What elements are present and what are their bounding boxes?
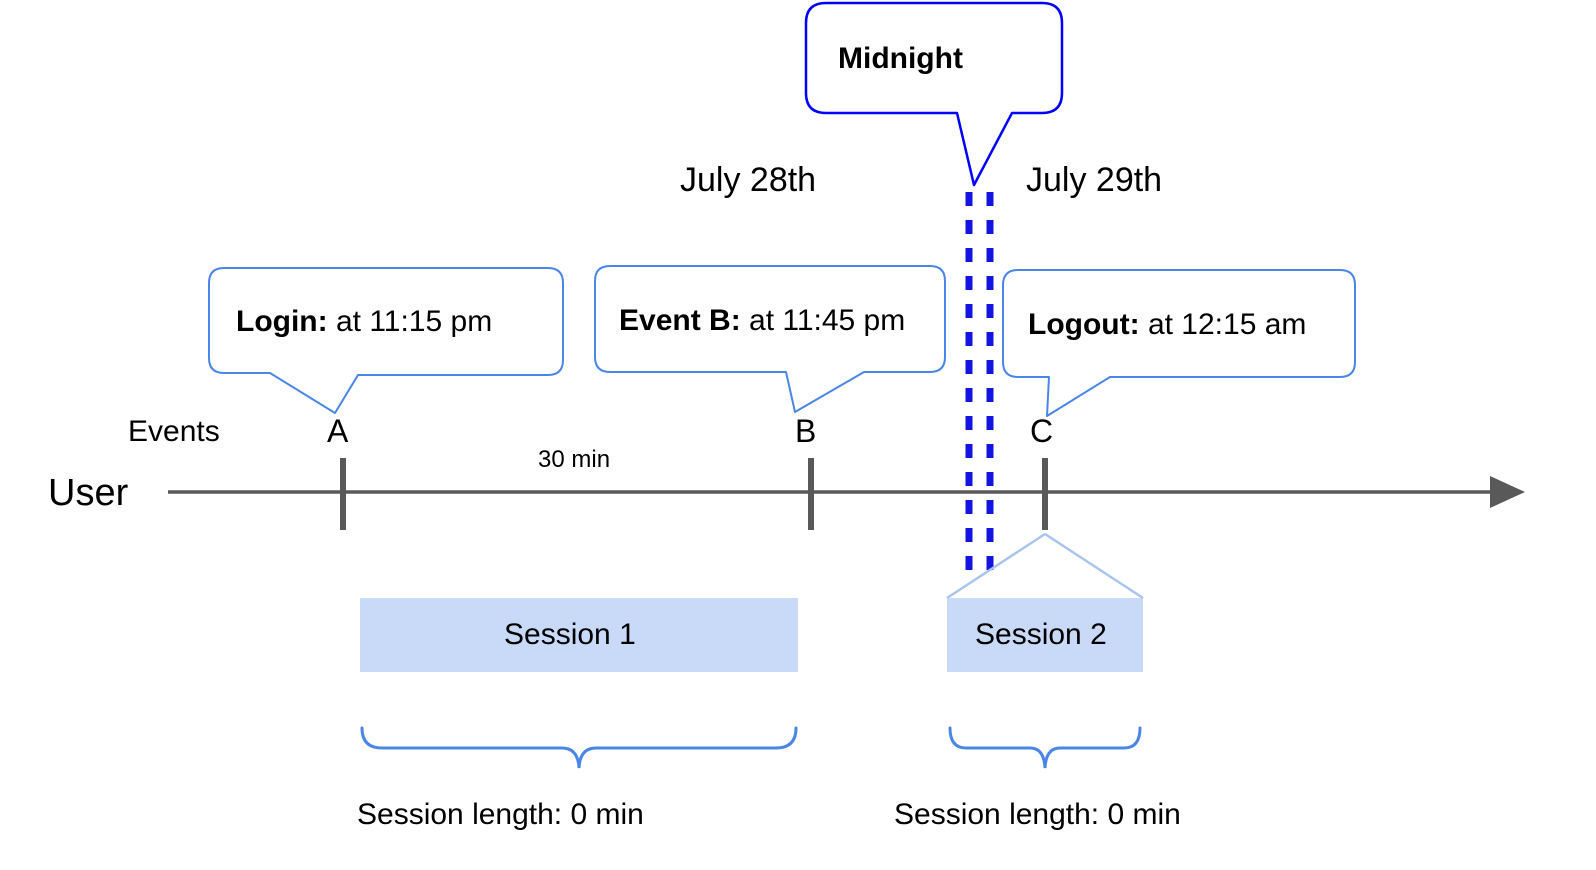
marker-label-b: B: [795, 413, 817, 449]
callout-logout-name: Logout:: [1028, 308, 1140, 341]
session-2-brace: [948, 726, 1142, 769]
session-2-roof-left: [946, 532, 1046, 600]
session-1-length-label: Session length: 0 min: [357, 798, 644, 831]
date-label-july-29: July 29th: [1026, 161, 1163, 199]
callout-eventb-text: Event B: at 11:45 pm: [619, 306, 905, 336]
callout-logout-detail: at 12:15 am: [1139, 308, 1307, 341]
marker-label-a: A: [327, 413, 349, 449]
user-row-label: User: [48, 472, 129, 514]
callout-login-name: Login:: [236, 305, 328, 338]
marker-label-c: C: [1030, 413, 1054, 449]
callout-login-text: Login: at 11:15 pm: [236, 307, 492, 337]
events-row-label: Events: [128, 415, 220, 448]
timeline-arrow-head: [1490, 476, 1525, 508]
callout-eventb-name: Event B:: [619, 304, 741, 337]
callout-logout-shape: [1002, 269, 1356, 417]
session-2-label: Session 2: [975, 618, 1107, 651]
callout-eventb-detail: at 11:45 pm: [740, 304, 906, 337]
callout-eventb-shape: [594, 265, 946, 413]
session-2-roof-right: [1044, 532, 1144, 600]
gap-duration-label: 30 min: [538, 446, 611, 473]
callout-logout-text: Logout: at 12:15 am: [1028, 310, 1306, 340]
session-1-brace: [360, 726, 798, 769]
session-2-length-label: Session length: 0 min: [894, 798, 1181, 831]
callout-login-detail: at 11:15 pm: [327, 305, 493, 338]
callout-login-shape: [208, 267, 564, 414]
midnight-callout-shape: [804, 1, 1064, 187]
date-label-july-28: July 28th: [680, 161, 817, 199]
midnight-callout-label: Midnight: [838, 42, 963, 75]
session-1-label: Session 1: [504, 618, 636, 651]
